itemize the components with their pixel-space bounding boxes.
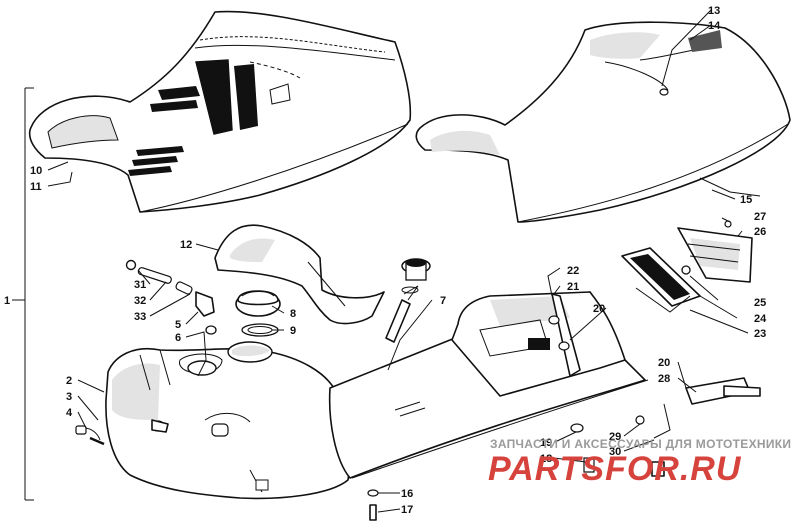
callout-20b: 20 [658, 357, 670, 369]
callout-31: 31 [134, 279, 146, 291]
side-panel-12 [214, 224, 385, 325]
callout-3: 3 [66, 391, 72, 403]
callout-22: 22 [567, 265, 579, 277]
fuel-tank [105, 341, 350, 500]
callout-32: 32 [134, 295, 146, 307]
callout-8: 8 [290, 308, 296, 320]
watermark-logo: PARTSFOR.RU [488, 450, 742, 488]
callout-10: 10 [30, 165, 42, 177]
seat-left [28, 10, 412, 213]
callout-11: 11 [30, 181, 42, 193]
watermark: ЗАПЧАСТИ И АКСЕССУАРЫ ДЛЯ МОТОТЕХНИКИ PA… [488, 437, 791, 488]
callout-28: 28 [658, 373, 670, 385]
watermark-caption: ЗАПЧАСТИ И АКСЕССУАРЫ ДЛЯ МОТОТЕХНИКИ [490, 437, 791, 451]
callout-27: 27 [754, 211, 766, 223]
callout-9: 9 [290, 325, 296, 337]
leader-lines [47, 9, 749, 513]
callout-16: 16 [401, 488, 413, 500]
taillight-group [367, 177, 761, 521]
callout-2: 2 [66, 375, 72, 387]
fuel-cap-group [235, 258, 431, 343]
callout-6: 6 [175, 332, 181, 344]
callout-23: 23 [754, 328, 766, 340]
seat-right [415, 21, 791, 223]
callout-4: 4 [66, 407, 73, 419]
hardware-left [75, 259, 217, 446]
callout-5: 5 [175, 319, 181, 331]
callout-1: 1 [4, 295, 10, 307]
callout-14: 14 [708, 20, 721, 32]
callout-15: 15 [740, 194, 752, 206]
callout-33: 33 [134, 311, 146, 323]
callout-20a: 20 [593, 303, 605, 315]
callout-29: 29 [609, 431, 621, 443]
callout-25: 25 [754, 297, 766, 309]
callout-24: 24 [754, 313, 767, 325]
callout-7: 7 [440, 295, 446, 307]
callout-26: 26 [754, 226, 766, 238]
callout-30: 30 [609, 446, 621, 458]
callout-12: 12 [180, 239, 192, 251]
callout-17: 17 [401, 504, 413, 516]
callout-labels: 1 2 3 4 5 6 7 8 9 10 11 12 13 14 15 16 1… [4, 5, 767, 516]
callout-13: 13 [708, 5, 720, 17]
callout-19: 19 [540, 437, 552, 449]
callout-21: 21 [567, 281, 579, 293]
callout-18: 18 [540, 453, 552, 465]
